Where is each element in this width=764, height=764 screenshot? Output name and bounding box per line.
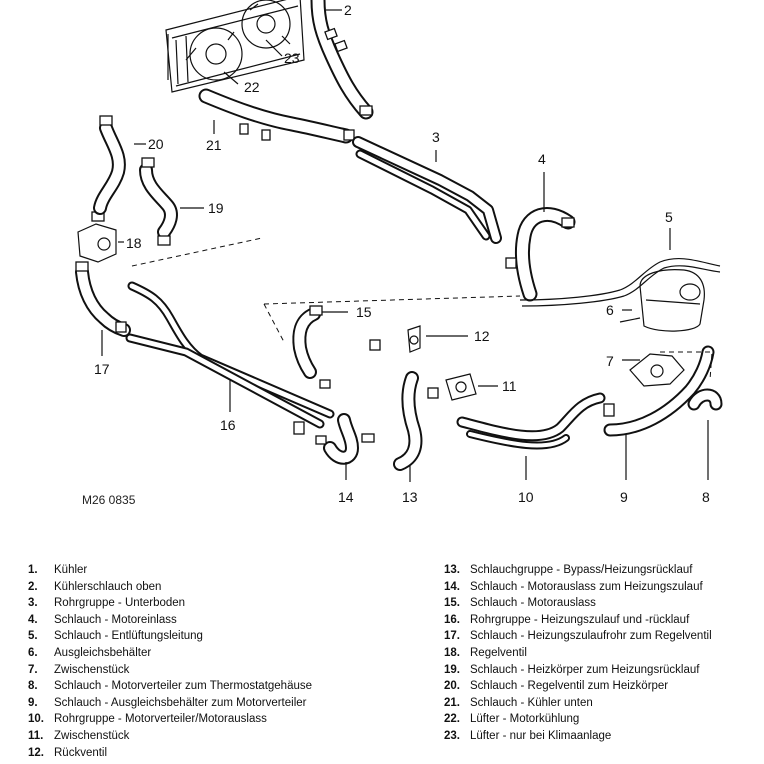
hose-20	[93, 115, 126, 215]
legend-item: 15.Schlauch - Motorauslass	[444, 597, 596, 610]
legend-item: 17.Schlauch - Heizungszulaufrohr zum Reg…	[444, 630, 712, 643]
callout-15: 15	[356, 304, 372, 320]
legend-item: 14.Schlauch - Motorauslass zum Heizungsz…	[444, 580, 703, 593]
callout-22: 22	[244, 79, 260, 95]
callout-2: 2	[344, 2, 352, 18]
callout-7: 7	[606, 353, 614, 369]
legend-item: 11.Zwischenstück	[28, 729, 130, 742]
callout-13: 13	[402, 489, 418, 505]
pipe-group-10	[456, 392, 606, 450]
radiator-fan-assembly	[165, 0, 305, 93]
legend-item: 13.Schlauchgruppe - Bypass/Heizungsrückl…	[444, 564, 693, 576]
callout-6: 6	[606, 302, 614, 318]
callout-18: 18	[126, 235, 142, 251]
callout-5: 5	[665, 209, 673, 225]
callout-23: 23	[284, 50, 300, 66]
legend-item: 19.Schlauch - Heizkörper zum Heizungsrüc…	[444, 663, 700, 676]
hose-group-13	[393, 371, 439, 471]
legend-item: 23.Lüfter - nur bei Klimaanlage	[444, 729, 612, 742]
callout-12: 12	[474, 328, 490, 344]
legend-item: 5.Schlauch - Entlüftungsleitung	[28, 630, 203, 643]
callout-labels: 2 23 22 21 20 19 18 17 16 3 4 5 6 7 15 1…	[82, 2, 710, 507]
callout-3: 3	[432, 129, 440, 145]
legend-item: 12.Rückventil	[28, 746, 108, 759]
hose-9	[603, 345, 715, 437]
legend-right: 13.Schlauchgruppe - Bypass/Heizungsrückl…	[444, 562, 762, 745]
hose-14	[315, 413, 375, 465]
intermediate-piece-11	[445, 373, 477, 401]
hose-17	[75, 265, 131, 337]
callout-21: 21	[206, 137, 222, 153]
hose-8	[687, 388, 723, 411]
legend-left: 1.Kühler 2.Kühlerschlauch oben 3.Rohrgru…	[28, 562, 448, 761]
leader-lines	[101, 9, 709, 482]
cooling-system-diagram: 2 23 22 21 20 19 18 17 16 3 4 5 6 7 15 1…	[75, 0, 723, 507]
callout-4: 4	[538, 151, 546, 167]
callout-11: 11	[502, 378, 517, 394]
legend-item: 22.Lüfter - Motorkühlung	[444, 713, 580, 726]
legend-item: 10.Rohrgruppe - Motorverteiler/Motorausl…	[28, 713, 267, 726]
callout-20: 20	[148, 136, 164, 152]
legend-item: 1.Kühler	[28, 564, 88, 576]
legend-item: 3.Rohrgruppe - Unterboden	[28, 597, 186, 610]
intermediate-piece-7	[629, 353, 685, 387]
hose-5-vent	[519, 258, 721, 307]
pipe-group-16	[125, 281, 335, 435]
legend-item: 8.Schlauch - Motorverteiler zum Thermost…	[28, 680, 313, 693]
hose-21-lower	[198, 88, 355, 144]
callout-16: 16	[220, 417, 236, 433]
hose-19	[139, 157, 178, 246]
legend-item: 16.Rohrgruppe - Heizungszulauf und -rück…	[444, 613, 690, 626]
callout-14: 14	[338, 489, 354, 505]
figure-reference: M26 0835	[82, 493, 136, 507]
check-valve-12	[369, 325, 421, 353]
hose-2-upper	[310, 0, 374, 120]
legend-item: 18.Regelventil	[444, 646, 527, 659]
hose-4-engine-inlet	[505, 207, 576, 302]
legend-item: 21.Schlauch - Kühler unten	[444, 696, 593, 709]
hose-15	[292, 305, 331, 389]
callout-8: 8	[702, 489, 710, 505]
dashed-connections	[131, 237, 713, 381]
callout-19: 19	[208, 200, 224, 216]
control-valve-18	[75, 211, 117, 272]
legend-item: 4.Schlauch - Motoreinlass	[28, 613, 177, 626]
pipe-group-3-underbody	[352, 136, 502, 244]
callout-9: 9	[620, 489, 628, 505]
callout-10: 10	[518, 489, 534, 505]
legend-item: 7.Zwischenstück	[28, 663, 130, 676]
legend-item: 6.Ausgleichsbehälter	[28, 646, 152, 659]
legend-item: 2.Kühlerschlauch oben	[28, 580, 162, 593]
expansion-tank-6	[619, 269, 705, 332]
legend-item: 20.Schlauch - Regelventil zum Heizkörper	[444, 680, 669, 693]
callout-17: 17	[94, 361, 110, 377]
legend-item: 9.Schlauch - Ausgleichsbehälter zum Moto…	[28, 696, 307, 709]
